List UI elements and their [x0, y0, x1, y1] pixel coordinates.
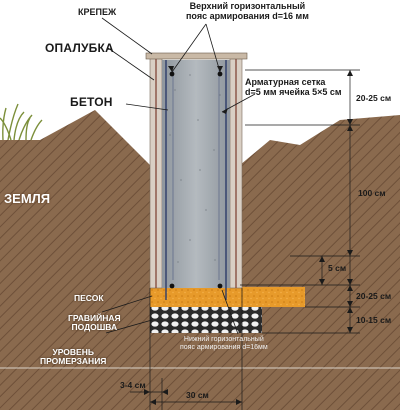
concrete-speckle: [169, 74, 221, 263]
rebar-dots: [169, 71, 223, 289]
label-bottom-belt: Нижний горизонтальный пояс армирования d…: [180, 336, 268, 351]
soil-left: [0, 110, 150, 288]
vertical-rebar: [165, 60, 227, 300]
dim-gravel: 10-15 см: [356, 315, 392, 325]
label-formwork: ОПАЛУБКА: [45, 41, 114, 55]
dim-mid: 100 см: [358, 188, 386, 198]
dim-30: 30 см: [186, 390, 209, 400]
dim-sand: 20-25 см: [356, 291, 392, 301]
label-frost: УРОВЕНЬ ПРОМЕРЗАНИЯ: [40, 347, 107, 367]
dim-top: 20-25 см: [356, 93, 392, 103]
dim-5: 5 см: [328, 263, 347, 273]
dim-lines-bottom: [130, 288, 243, 410]
label-top-belt: Верхний горизонтальный пояс армирования …: [186, 1, 309, 21]
label-mesh: Арматурная сетка d=5 мм ячейка 5×5 см: [245, 77, 342, 97]
grass: [0, 103, 43, 141]
label-fastener: КРЕПЕЖ: [78, 7, 117, 17]
dim-bottom-ticks: [144, 389, 242, 405]
fastener: [145, 52, 248, 60]
label-gravel: ГРАВИЙНАЯ ПОДОШВА: [68, 313, 121, 333]
dim-ticks: [319, 70, 353, 333]
label-concrete: БЕТОН: [70, 95, 113, 109]
leader-arrows: [168, 66, 228, 114]
mesh-bars: [172, 70, 220, 280]
soil-right: [240, 115, 400, 288]
label-sand: ПЕСОК: [74, 293, 104, 303]
label-earth: ЗЕМЛЯ: [4, 191, 51, 206]
dim-3-4: 3-4 см: [120, 380, 146, 390]
sand-layer: [150, 287, 305, 307]
gravel-layer: [150, 307, 262, 333]
